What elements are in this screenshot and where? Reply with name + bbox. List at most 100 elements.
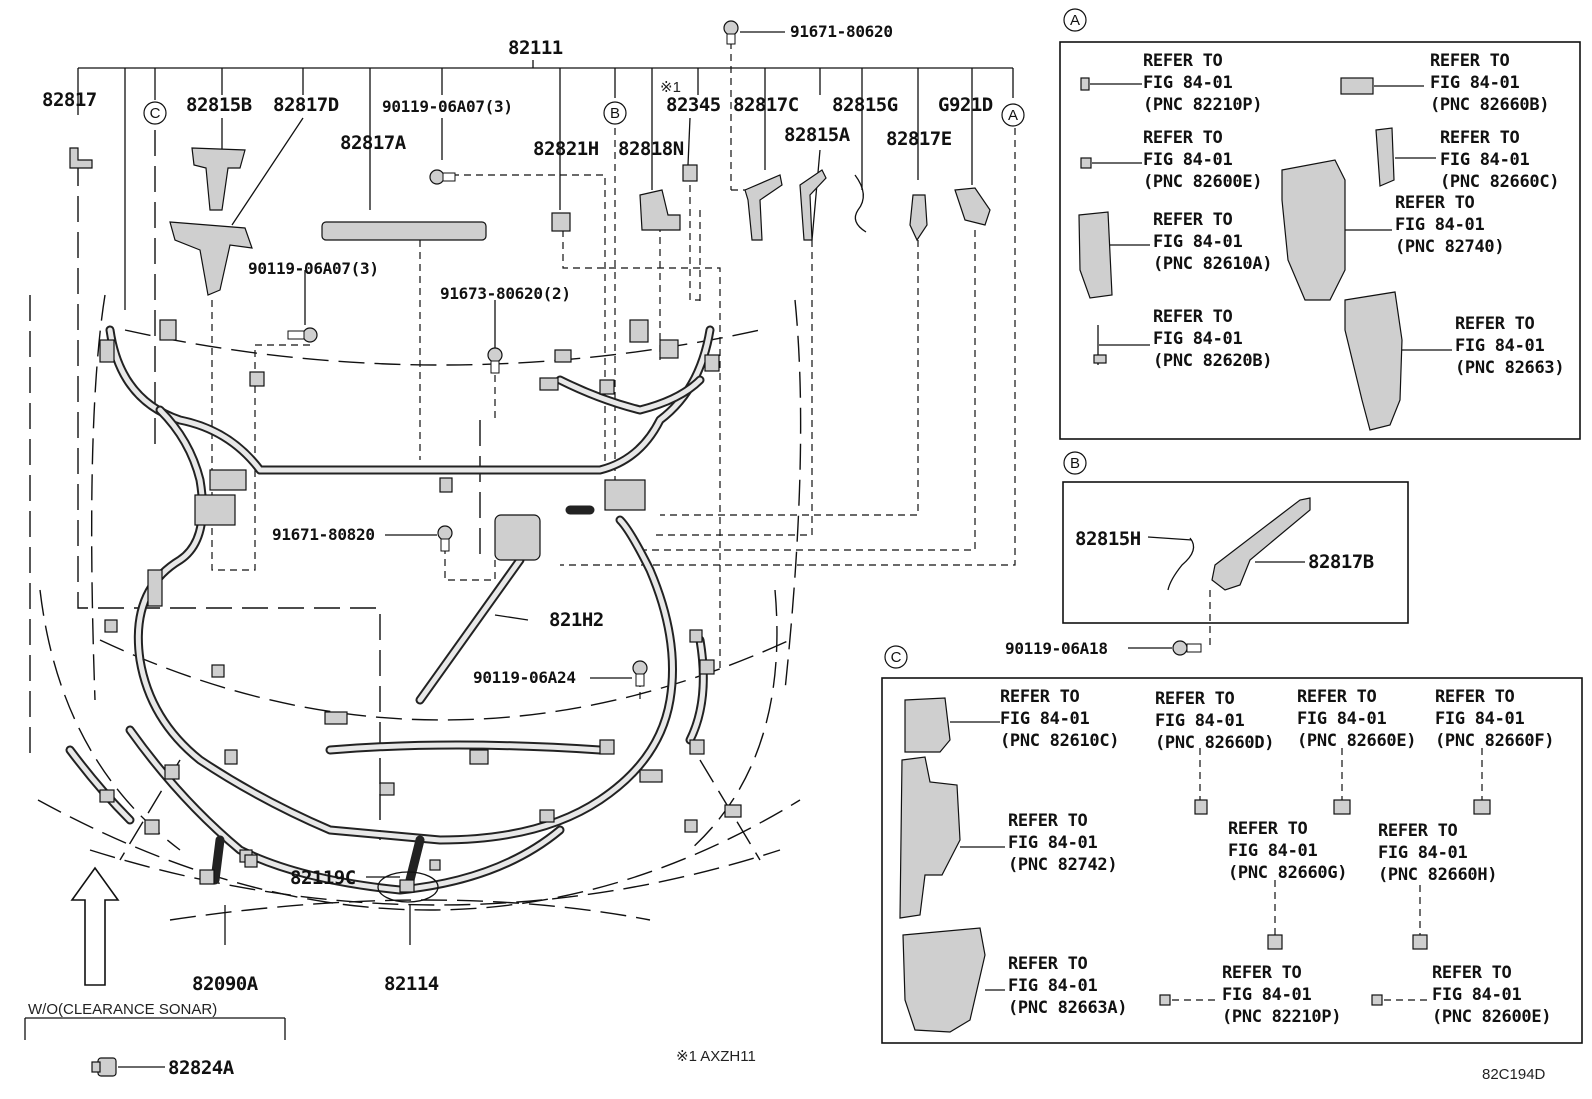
callout-c-marker: C (143, 101, 167, 125)
ref-note: REFER TO FIG 84-01 (PNC 82620B) (1153, 307, 1273, 371)
ref-note: REFER TO FIG 84-01 (PNC 82663) (1455, 314, 1565, 378)
bolt-icon (632, 660, 648, 687)
svg-text:REFER TO: REFER TO (1395, 193, 1475, 213)
part-label-90119-06a07-lower: 90119-06A07(3) (248, 259, 379, 278)
svg-text:REFER TO: REFER TO (1297, 687, 1377, 707)
svg-text:(PNC 82610C): (PNC 82610C) (1000, 731, 1119, 751)
sensor-connector-icon (91, 1057, 117, 1077)
svg-text:REFER TO: REFER TO (1430, 51, 1510, 71)
part-label-82824a: 82824A (168, 1057, 235, 1079)
svg-text:(PNC 82660F): (PNC 82660F) (1435, 731, 1554, 751)
connector-blocks (99, 319, 742, 903)
detail-box-b: B 82815H 82817B 90119-06A18 (1005, 451, 1409, 658)
svg-text:FIG 84-01: FIG 84-01 (1222, 985, 1311, 1005)
svg-text:(PNC 82660H): (PNC 82660H) (1378, 865, 1497, 885)
svg-text:FIG 84-01: FIG 84-01 (1000, 709, 1089, 729)
svg-text:REFER TO: REFER TO (1378, 821, 1458, 841)
svg-text:FIG 84-01: FIG 84-01 (1297, 709, 1386, 729)
part-label-82817: 82817 (42, 89, 97, 111)
ref-note: REFER TO FIG 84-01 (PNC 82660D) (1155, 689, 1275, 753)
bolt-icon (437, 525, 453, 552)
svg-text:REFER TO: REFER TO (1228, 819, 1308, 839)
svg-text:FIG 84-01: FIG 84-01 (1153, 329, 1242, 349)
up-arrow-icon (70, 866, 120, 986)
footnote: ※1 AXZH11 (676, 1048, 756, 1065)
svg-text:REFER TO: REFER TO (1008, 811, 1088, 831)
svg-text:REFER TO: REFER TO (1435, 687, 1515, 707)
svg-text:REFER TO: REFER TO (1143, 51, 1223, 71)
svg-text:FIG 84-01: FIG 84-01 (1143, 73, 1232, 93)
part-label-82119c: 82119C (290, 867, 356, 889)
svg-text:A: A (1070, 12, 1080, 29)
svg-text:(PNC 82663): (PNC 82663) (1455, 358, 1564, 378)
callout-a-marker: A (1001, 103, 1025, 127)
svg-text:C: C (150, 105, 161, 122)
ref-note: REFER TO FIG 84-01 (PNC 82663A) (1008, 954, 1128, 1018)
part-label-82817a: 82817A (340, 132, 407, 154)
ref-note: REFER TO FIG 84-01 (PNC 82610C) (1000, 687, 1120, 751)
part-label-82111: 82111 (508, 37, 563, 59)
part-label-82090a: 82090A (192, 973, 259, 995)
part-label-82821h: 82821H (533, 138, 599, 160)
svg-text:FIG 84-01: FIG 84-01 (1395, 215, 1484, 235)
part-label-82817d: 82817D (273, 94, 339, 116)
svg-text:REFER TO: REFER TO (1155, 689, 1235, 709)
bolt-icon (487, 347, 503, 374)
part-label-91673-80620: 91673-80620(2) (440, 284, 571, 303)
svg-text:(PNC 82600E): (PNC 82600E) (1143, 172, 1262, 192)
svg-text:FIG 84-01: FIG 84-01 (1153, 232, 1242, 252)
part-label-82815g: 82815G (832, 94, 898, 116)
ref-note: REFER TO FIG 84-01 (PNC 82742) (1008, 811, 1118, 875)
ref-note: REFER TO FIG 84-01 (PNC 82660F) (1435, 687, 1555, 751)
svg-text:(PNC 82210P): (PNC 82210P) (1143, 95, 1262, 115)
svg-text:FIG 84-01: FIG 84-01 (1455, 336, 1544, 356)
ref-note: REFER TO FIG 84-01 (PNC 82600E) (1143, 128, 1263, 192)
svg-text:REFER TO: REFER TO (1000, 687, 1080, 707)
ref-note: REFER TO FIG 84-01 (PNC 82600E) (1432, 963, 1552, 1027)
svg-text:(PNC 82660G): (PNC 82660G) (1228, 863, 1347, 883)
bolt-icon (429, 169, 456, 185)
callout-b-marker: B (603, 101, 627, 125)
svg-text:FIG 84-01: FIG 84-01 (1143, 150, 1232, 170)
bolt-icon (723, 20, 739, 45)
svg-text:(PNC 82610A): (PNC 82610A) (1153, 254, 1272, 274)
svg-text:(PNC 82663A): (PNC 82663A) (1008, 998, 1127, 1018)
ref-note: REFER TO FIG 84-01 (PNC 82660E) (1297, 687, 1417, 751)
svg-text:REFER TO: REFER TO (1008, 954, 1088, 974)
svg-text:(PNC 82660B): (PNC 82660B) (1430, 95, 1549, 115)
ref-note: REFER TO FIG 84-01 (PNC 82210P) (1143, 51, 1263, 115)
harness-bundle (65, 325, 715, 895)
part-label-82815b: 82815B (186, 94, 252, 116)
svg-text:FIG 84-01: FIG 84-01 (1432, 985, 1521, 1005)
svg-text:REFER TO: REFER TO (1143, 128, 1223, 148)
svg-text:FIG 84-01: FIG 84-01 (1378, 843, 1467, 863)
svg-text:FIG 84-01: FIG 84-01 (1008, 833, 1097, 853)
svg-text:(PNC 82740): (PNC 82740) (1395, 237, 1504, 257)
part-label-82345: 82345 (666, 94, 721, 116)
svg-text:(PNC 82660E): (PNC 82660E) (1297, 731, 1416, 751)
svg-text:REFER TO: REFER TO (1432, 963, 1512, 983)
ref-note: REFER TO FIG 84-01 (PNC 82740) (1395, 193, 1505, 257)
svg-text:C: C (891, 649, 902, 666)
part-label-821h2: 821H2 (549, 609, 604, 631)
svg-text:FIG 84-01: FIG 84-01 (1155, 711, 1244, 731)
diagram-code: 82C194D (1482, 1066, 1546, 1083)
part-label-91671-80820: 91671-80820 (272, 525, 375, 544)
part-label-82815h: 82815H (1075, 528, 1141, 550)
part-label-90119-06a24: 90119-06A24 (473, 668, 576, 687)
svg-text:(PNC 82660C): (PNC 82660C) (1440, 172, 1559, 192)
ref-note: REFER TO FIG 84-01 (PNC 82210P) (1222, 963, 1342, 1027)
footnote-mark: ※1 (660, 79, 681, 96)
part-label-g921d: G921D (938, 94, 993, 116)
svg-text:(PNC 82600E): (PNC 82600E) (1432, 1007, 1551, 1027)
svg-text:B: B (1070, 455, 1080, 472)
bolt-icon (287, 327, 318, 343)
ref-note: REFER TO FIG 84-01 (PNC 82660H) (1378, 821, 1498, 885)
part-label-82817e: 82817E (886, 128, 952, 150)
ref-note: REFER TO FIG 84-01 (PNC 82660G) (1228, 819, 1348, 883)
svg-text:(PNC 82620B): (PNC 82620B) (1153, 351, 1272, 371)
part-label-82818n: 82818N (618, 138, 684, 160)
svg-text:(PNC 82742): (PNC 82742) (1008, 855, 1117, 875)
